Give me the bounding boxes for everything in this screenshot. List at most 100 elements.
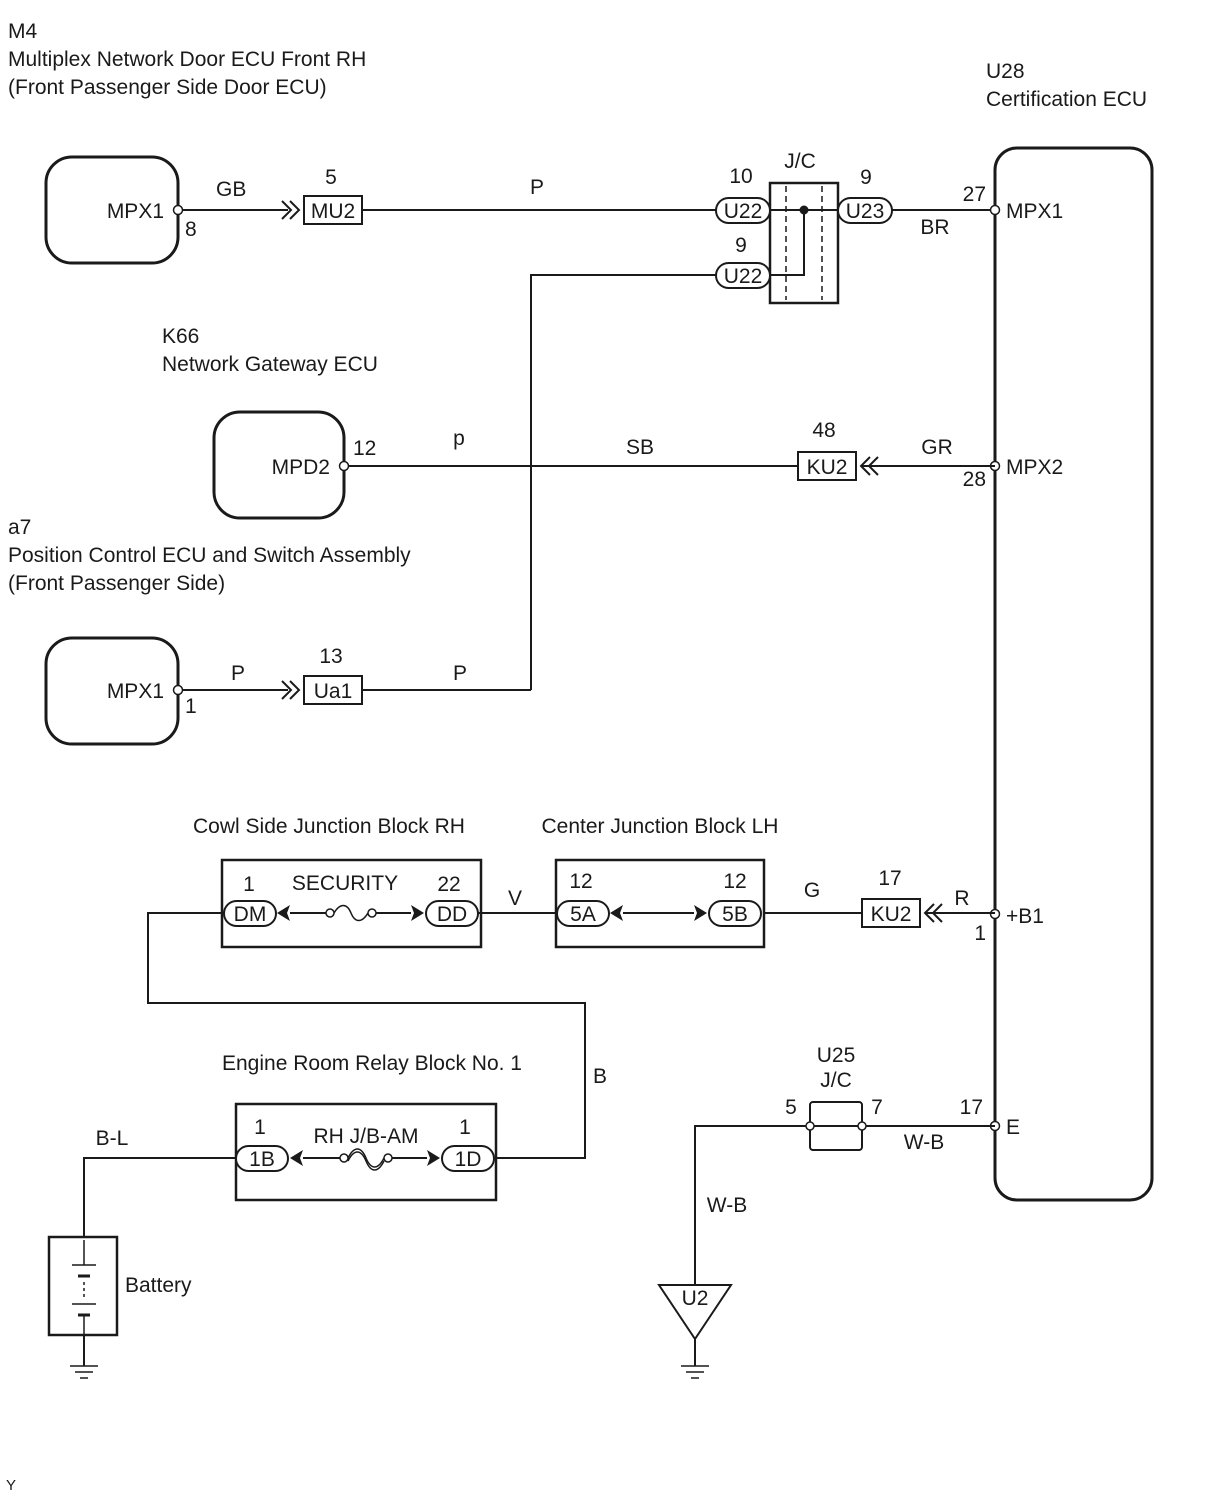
a7-name: Position Control ECU and Switch Assembly [8,544,411,567]
cowl-fuse-term-right [367,908,377,918]
cowl-fuse-label: SECURITY [292,872,398,895]
relay-left-arrow [290,1150,303,1166]
relay-left-pin: 1 [254,1116,266,1139]
u28-e-label: E [1006,1116,1020,1139]
mu2-name: MU2 [311,200,355,223]
cowl-conn-dd-name: DD [437,903,467,926]
ku2-mpx2-name: KU2 [807,456,848,479]
relay-right-arrow [427,1150,440,1166]
wire-u25-ground [694,1125,806,1286]
jc-conn-u23-name: U23 [846,200,885,223]
u25-code: U25 [817,1044,856,1067]
jc-conn-u22-bottom-pin: 9 [735,234,747,257]
ground-u2-label: U2 [682,1287,709,1310]
relay-conn-1d [441,1145,495,1172]
u28-name: Certification ECU [986,88,1147,111]
a7-pin: 1 [185,695,197,718]
center-conn-5a-name: 5A [570,903,596,926]
ku2-mpx2-chevron-1 [859,456,871,476]
jc-splice-dot [799,205,809,215]
u25-pin-right: 7 [871,1096,883,1119]
jc-conn-u22-top [715,197,771,224]
cowl-right-pin: 22 [437,873,460,896]
ua1-chevron-2 [289,680,301,700]
u28-e-pin-number: 17 [960,1096,983,1119]
cowl-fuse-icon [333,904,369,922]
ku2-b1-pin: 17 [878,867,901,890]
k66-name: Network Gateway ECU [162,353,378,376]
relay-block-title: Engine Room Relay Block No. 1 [222,1052,522,1075]
wire-label-p-top: P [530,176,544,199]
wire-label-r: R [954,887,969,910]
wire-label-gb: GB [216,178,246,201]
wire-riser [530,274,716,690]
relay-fuse-label: RH J/B-AM [314,1125,419,1148]
ku2-mpx2-pin: 48 [812,419,835,442]
corner-mark: Y [6,1477,16,1494]
ku2-b1-name: KU2 [871,903,912,926]
center-conn-5a [556,900,610,927]
wire-label-br: BR [920,216,949,239]
ground-u2-triangle [657,1284,733,1341]
center-left-pin: 12 [569,870,592,893]
m4-pin: 8 [185,218,197,241]
relay-fuse-icon [347,1148,385,1168]
center-conn-5b [708,900,762,927]
cowl-fuse-term-left [325,908,335,918]
wire-label-sb: SB [626,436,654,459]
jc-conn-u22-top-pin: 10 [729,165,752,188]
jc-conn-u22-top-name: U22 [724,200,763,223]
ua1-name: Ua1 [314,680,353,703]
jc-bus-bottom [770,210,805,276]
ua1-pin: 13 [319,645,342,668]
ua1-chevron-1 [281,680,293,700]
wire-label-v: V [508,887,522,910]
relay-fuse-term-left [339,1153,349,1163]
u28-mpx2-label: MPX2 [1006,456,1063,479]
ku2-mpx2-connector [797,451,857,481]
a7-note: (Front Passenger Side) [8,572,225,595]
relay-conn-1b-name: 1B [249,1148,275,1171]
mu2-connector [303,195,363,225]
relay-fuse-icon-2 [347,1151,385,1171]
jc-conn-u22-bottom-name: U22 [724,265,763,288]
wire-label-p-lower: p [453,427,465,450]
u28-b1-label: +B1 [1006,905,1044,928]
center-right-pin: 12 [723,870,746,893]
k66-terminal-pin [338,460,350,472]
center-block-title: Center Junction Block LH [542,815,779,838]
u28-code: U28 [986,60,1025,83]
m4-code: M4 [8,20,37,43]
center-right-arrow [694,905,707,921]
u25-pin-left-dot [805,1121,815,1131]
cowl-right-arrow [411,905,424,921]
mu2-chevron-2 [289,200,301,220]
k66-code: K66 [162,325,199,348]
relay-right-pin: 1 [459,1116,471,1139]
cowl-conn-dm-name: DM [234,903,267,926]
u25-pin-left: 5 [785,1096,797,1119]
u25-label: J/C [820,1069,852,1092]
wire-label-wb-down: W-B [707,1194,747,1217]
u25-pin-right-dot [857,1121,867,1131]
jc-conn-u23-pin: 9 [860,166,872,189]
relay-conn-1d-name: 1D [455,1148,482,1171]
u28-mpx1-pin-number: 27 [963,183,986,206]
wire-relay-battery [83,1157,236,1237]
battery-label: Battery [125,1274,192,1297]
m4-terminal-pin [172,204,184,216]
k66-terminal: MPD2 [272,456,330,479]
u28-mpx2-pin-number: 28 [963,468,986,491]
wire-label-p-ua1: P [453,662,467,685]
wire-cowl-relay [147,912,586,1159]
wire-label-wb-right: W-B [904,1131,944,1154]
ku2-b1-connector [861,898,921,928]
k66-pin: 12 [353,437,376,460]
u28-mpx1-label: MPX1 [1006,200,1063,223]
cowl-left-arrow [277,905,290,921]
wire-label-b: B [593,1065,607,1088]
u28-ecu-box [993,146,1154,1202]
wire-label-p-a7: P [231,662,245,685]
